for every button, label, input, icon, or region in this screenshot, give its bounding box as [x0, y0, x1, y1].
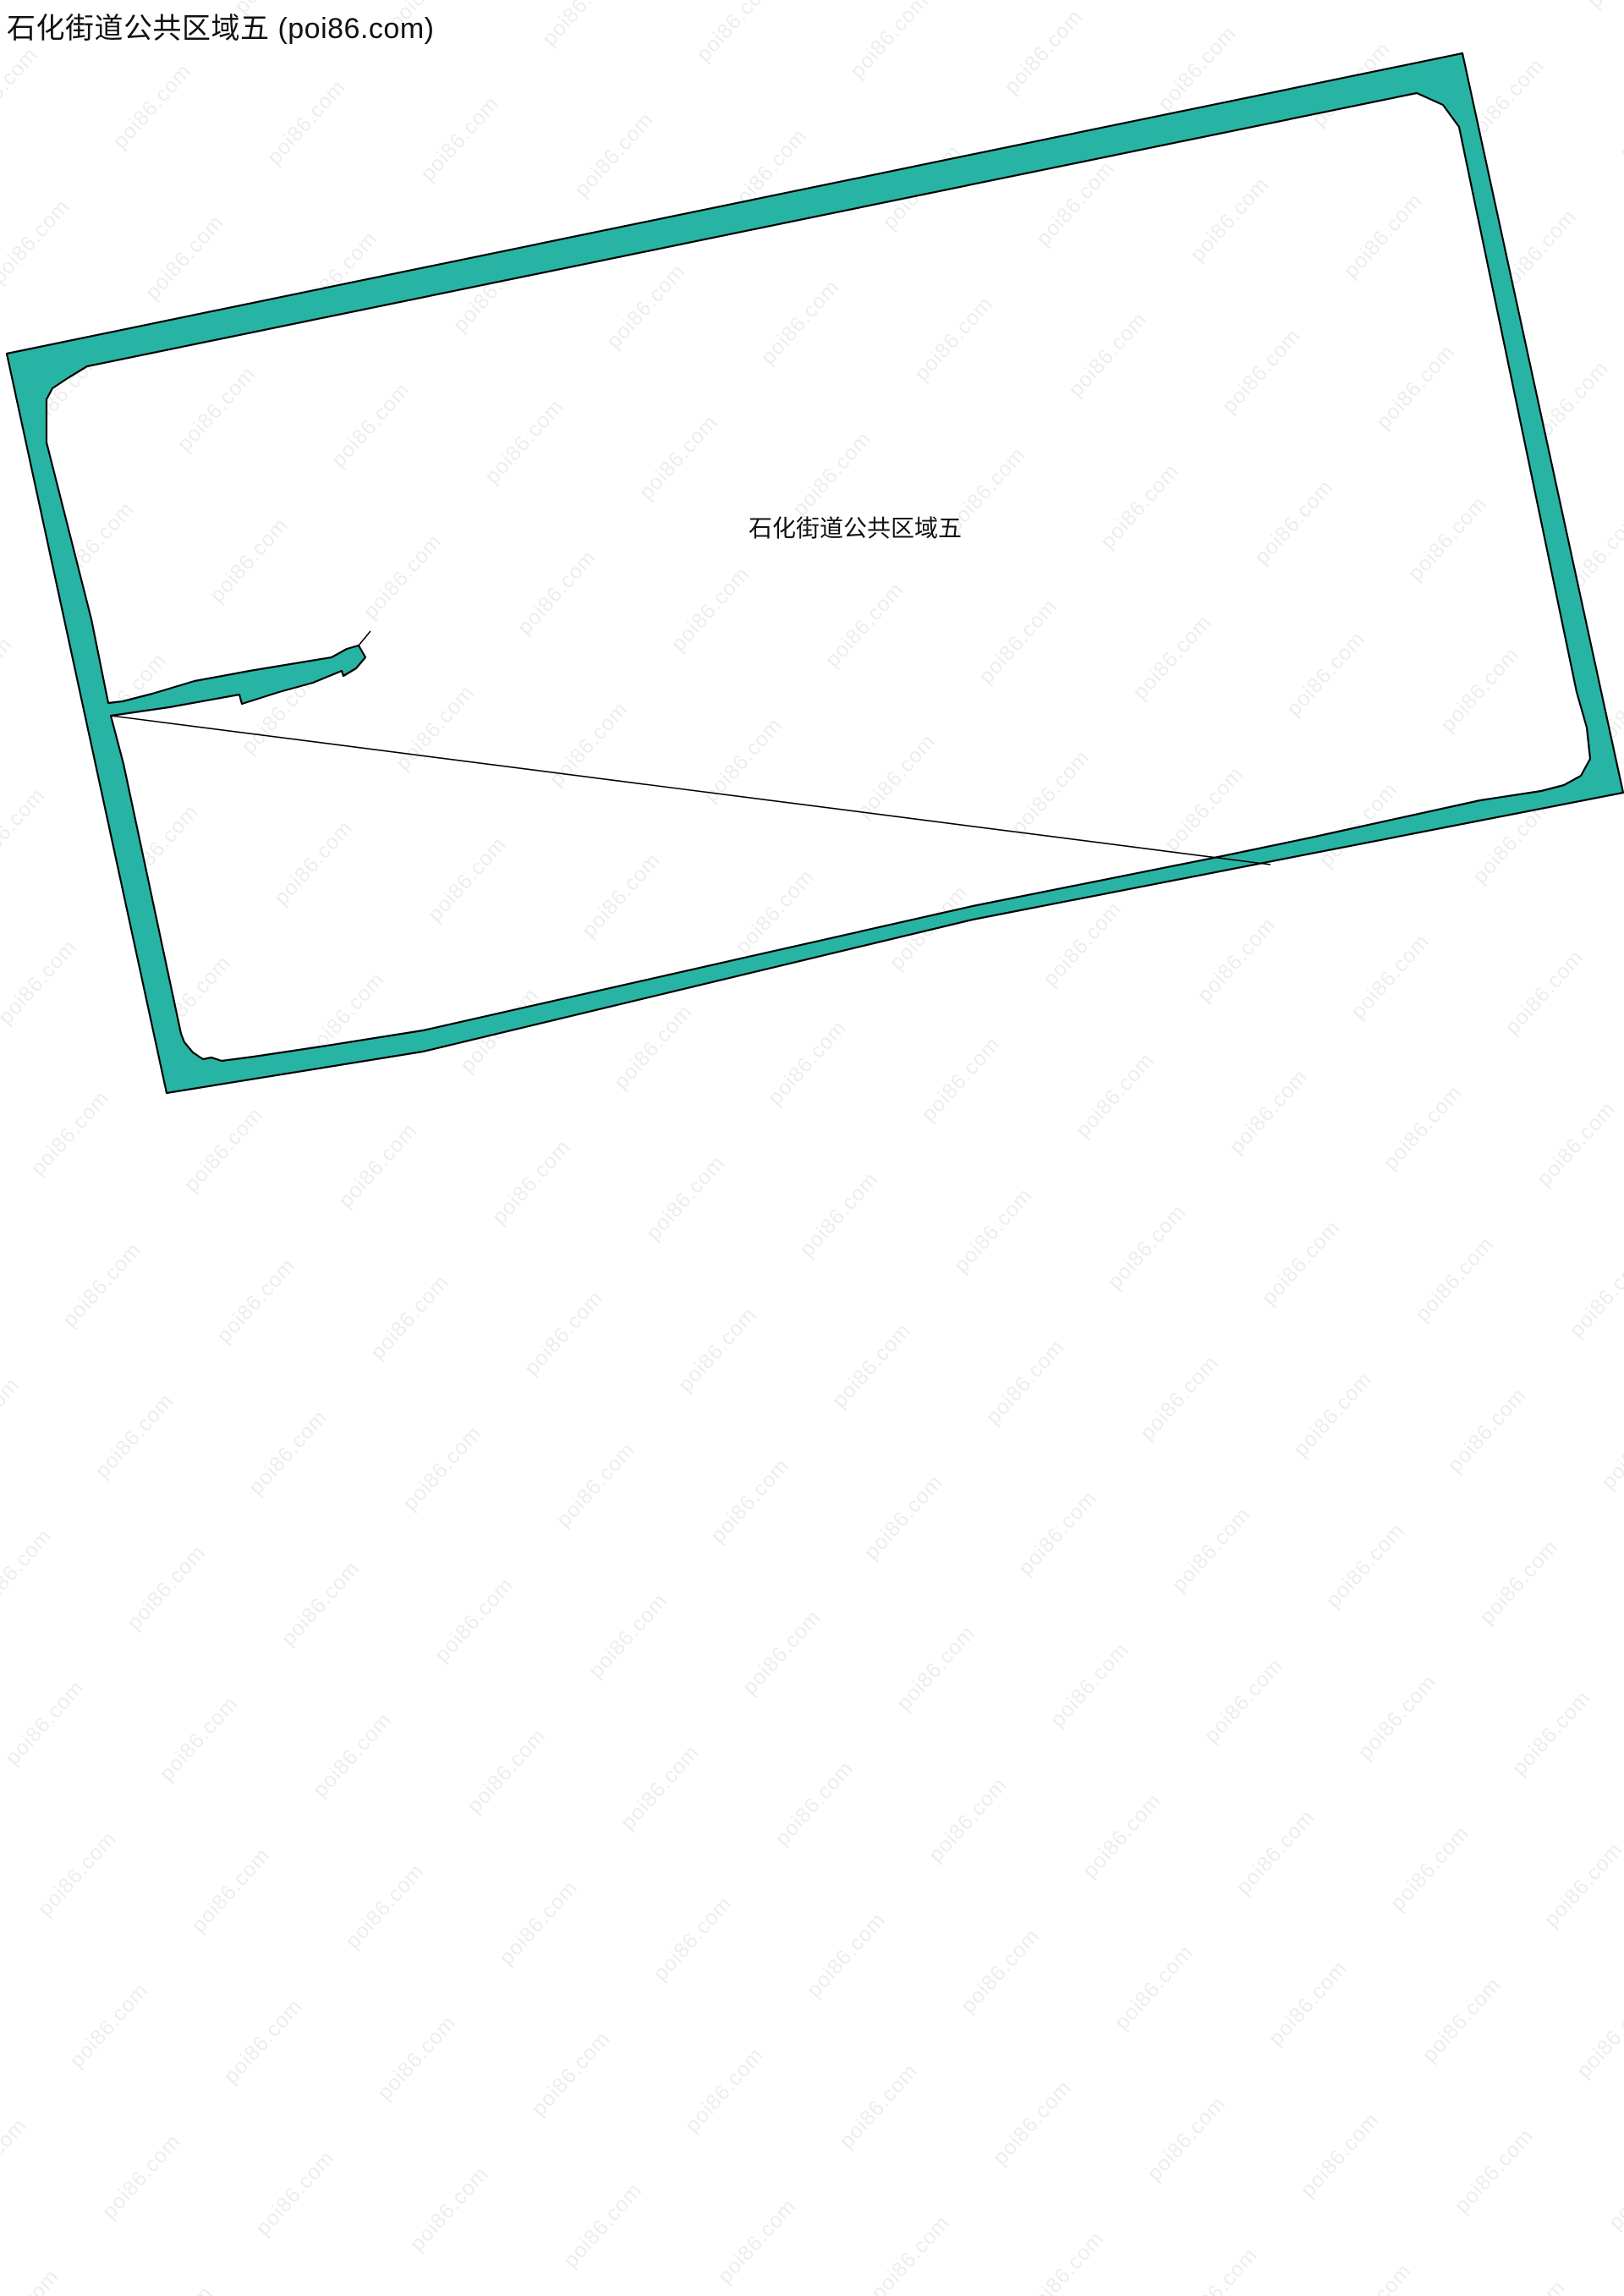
watermark-text: poi86.com	[1110, 1940, 1199, 2035]
watermark-text: poi86.com	[1417, 1972, 1506, 2068]
watermark-text: poi86.com	[244, 1405, 332, 1500]
watermark-text: poi86.com	[129, 2281, 218, 2296]
watermark-text: poi86.com	[1410, 1232, 1499, 1327]
watermark-text: poi86.com	[641, 1151, 730, 1245]
watermark-text: poi86.com	[308, 1708, 397, 1803]
watermark-text: poi86.com	[956, 1924, 1045, 2019]
watermark-text: poi86.com	[519, 1286, 608, 1381]
watermark-text: poi86.com	[712, 2194, 801, 2288]
watermark-text: poi86.com	[1443, 1383, 1532, 1478]
watermark-text: poi86.com	[186, 1843, 275, 1938]
watermark-text: poi86.com	[770, 1756, 859, 1851]
watermark-text: poi86.com	[988, 2075, 1077, 2170]
watermark-text: poi86.com	[648, 1891, 737, 1986]
watermark-text: poi86.com	[834, 2058, 923, 2154]
watermark-text: poi86.com	[122, 1541, 211, 1635]
watermark-text: poi86.com	[551, 1437, 640, 1532]
watermark-text: poi86.com	[1078, 1788, 1166, 1883]
boundary-tip-hairline	[358, 630, 371, 646]
watermark-text: poi86.com	[924, 1772, 1012, 1867]
watermark-text: poi86.com	[1296, 2107, 1385, 2202]
watermark-text: poi86.com	[365, 1270, 454, 1365]
watermark-text: poi86.com	[1329, 2259, 1418, 2296]
watermark-text: poi86.com	[1603, 2140, 1624, 2235]
watermark-text: poi86.com	[1572, 1988, 1624, 2083]
watermark-text: poi86.com	[680, 2043, 769, 2138]
watermark-text: poi86.com	[430, 1573, 518, 1667]
watermark-text: poi86.com	[90, 1388, 178, 1483]
watermark-text: poi86.com	[1385, 1821, 1474, 1915]
watermark-text: poi86.com	[1020, 2227, 1109, 2296]
watermark-text: poi86.com	[58, 1238, 146, 1332]
watermark-text: poi86.com	[1450, 2123, 1539, 2218]
watermark-text: poi86.com	[97, 2129, 186, 2224]
page-title: 石化街道公共区域五 (poi86.com)	[7, 13, 435, 45]
watermark-text: poi86.com	[250, 2145, 339, 2240]
watermark-text: poi86.com	[526, 2026, 615, 2121]
watermark-text: poi86.com	[405, 2161, 494, 2256]
watermark-text: poi86.com	[340, 1859, 429, 1953]
watermark-text: poi86.com	[673, 1302, 762, 1397]
watermark-text: poi86.com	[1135, 1350, 1224, 1445]
watermark-text: poi86.com	[494, 1876, 583, 1970]
watermark-text: poi86.com	[1257, 1216, 1346, 1310]
watermark-text: poi86.com	[398, 1421, 486, 1516]
watermark-text: poi86.com	[33, 1826, 122, 1921]
watermark-text: poi86.com	[1352, 1670, 1441, 1765]
region-map	[5, 52, 1624, 1095]
watermark-text: poi86.com	[1199, 1653, 1288, 1748]
watermark-text: poi86.com	[1596, 1399, 1624, 1494]
watermark-text: poi86.com	[949, 1183, 1038, 1277]
watermark-text: poi86.com	[1564, 1248, 1624, 1343]
watermark-text: poi86.com	[211, 1253, 300, 1348]
watermark-text: poi86.com	[866, 2211, 955, 2296]
watermark-text: poi86.com	[616, 1740, 705, 1835]
watermark-text: poi86.com	[1166, 1502, 1255, 1597]
region-boundary-shape	[5, 52, 1624, 1095]
watermark-text: poi86.com	[1539, 1837, 1624, 1932]
watermark-text: poi86.com	[0, 1675, 89, 1770]
watermark-text: poi86.com	[1102, 1200, 1191, 1294]
watermark-text: poi86.com	[372, 2010, 461, 2106]
watermark-text: poi86.com	[584, 1589, 672, 1684]
watermark-text: poi86.com	[1264, 1956, 1352, 2051]
watermark-text: poi86.com	[1321, 1518, 1410, 1613]
watermark-text: poi86.com	[1142, 2091, 1231, 2186]
watermark-text: poi86.com	[1174, 2243, 1263, 2296]
watermark-text: poi86.com	[794, 1167, 883, 1262]
watermark-text: poi86.com	[1288, 1367, 1377, 1462]
region-name-label: 石化街道公共区域五	[749, 515, 963, 541]
watermark-text: poi86.com	[980, 1335, 1069, 1430]
watermark-text: poi86.com	[827, 1318, 916, 1413]
watermark-text: poi86.com	[276, 1556, 365, 1651]
watermark-text: poi86.com	[1232, 1804, 1320, 1900]
watermark-text: poi86.com	[558, 2178, 647, 2273]
watermark-text: poi86.com	[219, 1994, 308, 2089]
watermark-text: poi86.com	[154, 1691, 243, 1786]
watermark-text: poi86.com	[738, 1605, 826, 1700]
watermark-text: poi86.com	[705, 1453, 794, 1548]
watermark-text: poi86.com	[0, 1372, 25, 1468]
watermark-text: poi86.com	[892, 1621, 980, 1716]
watermark-text: poi86.com	[1482, 2276, 1571, 2296]
watermark-text: poi86.com	[1507, 1685, 1596, 1781]
boundary-hairline	[110, 715, 1271, 865]
watermark-text: poi86.com	[0, 2113, 31, 2208]
watermark-text: poi86.com	[487, 1134, 576, 1229]
watermark-text: poi86.com	[802, 1908, 891, 2002]
watermark-text: poi86.com	[1013, 1486, 1102, 1580]
watermark-text: poi86.com	[0, 1524, 57, 1618]
watermark-text: poi86.com	[859, 1469, 948, 1564]
watermark-text: poi86.com	[1474, 1535, 1563, 1629]
watermark-text: poi86.com	[64, 1978, 153, 2073]
watermark-text: poi86.com	[0, 2265, 64, 2296]
watermark-text: poi86.com	[1045, 1637, 1134, 1733]
watermark-text: poi86.com	[462, 1723, 551, 1818]
